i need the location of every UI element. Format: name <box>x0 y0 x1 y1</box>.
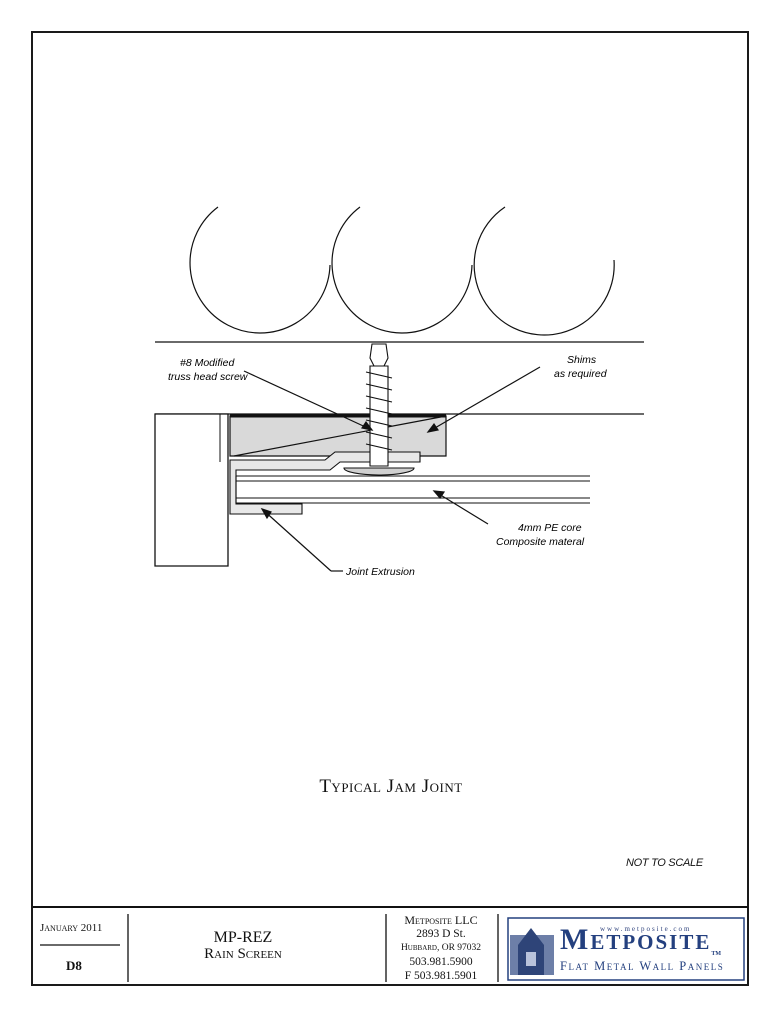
callout-shims-line2: as required <box>554 368 608 380</box>
title-block-project: MP-REZ Rain Screen <box>133 929 353 963</box>
metposite-logo-icon <box>507 917 745 981</box>
company-city: Hubbard, OR 97032 <box>400 943 482 953</box>
insulation-loops <box>189 206 615 336</box>
logo-url: www.metposite.com <box>600 925 692 933</box>
joint-extrusion <box>229 451 421 515</box>
callout-core-line1: 4mm PE core <box>518 522 582 534</box>
truss-head-screw <box>343 343 415 476</box>
composite-panel <box>235 475 590 504</box>
callout-core-line2: Composite materal <box>496 536 585 548</box>
insulation-loop-3 <box>473 206 615 336</box>
callout-leaders <box>243 366 541 572</box>
title-block-date: January 2011 <box>40 922 103 934</box>
company-name: Metposite LLC <box>404 913 478 927</box>
callout-shims-line1: Shims <box>567 354 597 366</box>
shims <box>229 414 447 457</box>
insulation-loop-1 <box>189 206 331 334</box>
drawing-title: Typical Jam Joint <box>319 776 463 797</box>
logo-tm: TM <box>711 951 722 957</box>
title-block-lines <box>33 906 748 982</box>
company-address: Metposite LLC 2893 D St. Hubbard, OR 970… <box>389 913 493 983</box>
jamb-block <box>154 413 229 567</box>
project-system: Rain Screen <box>204 946 282 962</box>
company-street: 2893 D St. <box>416 928 466 940</box>
logo-brand: MetpositeTM <box>560 923 721 957</box>
title-block-sheet-number: D8 <box>66 958 82 973</box>
logo-tagline: Flat Metal Wall Panels <box>560 959 725 973</box>
insulation-loop-2 <box>331 206 473 334</box>
project-name: MP-REZ <box>213 929 273 946</box>
drawing-border <box>31 31 749 986</box>
logo-brand-text: Metposite <box>560 923 712 956</box>
company-fax: F 503.981.5901 <box>404 970 478 982</box>
company-phone: 503.981.5900 <box>409 956 473 968</box>
callout-joint-extrusion: Joint Extrusion <box>345 566 415 578</box>
scale-note: NOT TO SCALE <box>626 857 703 869</box>
callout-screw-line2: truss head screw <box>168 371 249 383</box>
callout-screw-line1: #8 Modified <box>180 357 235 369</box>
